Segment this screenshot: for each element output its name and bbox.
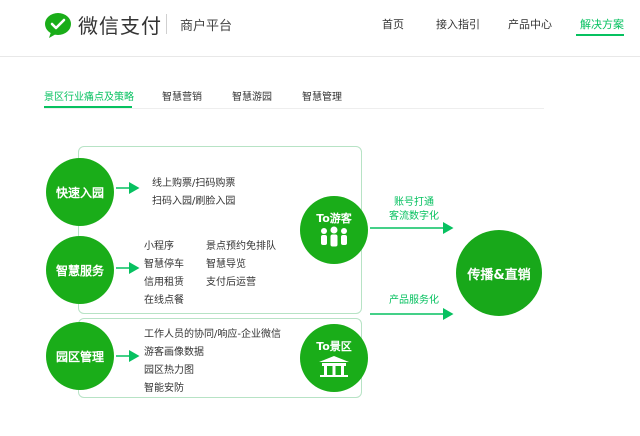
item-visitor-profile: 游客画像数据 [144,347,204,358]
header-divider [166,14,167,34]
merchant-platform-label[interactable]: 商户平台 [180,19,233,34]
tab-smart-management[interactable]: 智慧管理 [302,92,342,103]
label-productization: 产品服务化 [389,295,439,306]
tab-pain-points[interactable]: 景区行业痛点及策略 [44,92,134,103]
nav-solutions[interactable]: 解决方案 [580,18,624,31]
final-label: 传播&直销 [467,267,531,283]
circle-smart-service-label: 智慧服务 [55,263,104,278]
brand-logo[interactable]: 微信支付 [44,10,162,39]
label-traffic-digital: 客流数字化 [389,211,439,222]
item-smart-parking: 智慧停车 [144,259,184,270]
item-heatmap: 园区热力图 [144,365,194,376]
circle-park-management: 园区管理 [46,322,114,390]
tab-active-indicator [44,106,132,108]
to-scenic-label: To景区 [316,340,352,353]
item-mini-program: 小程序 [144,241,174,252]
circle-to-scenic: To景区 [300,324,368,392]
item-security: 智能安防 [144,383,184,394]
wechat-pay-logo-icon [45,12,71,38]
circle-smart-service: 智慧服务 [46,236,114,304]
to-tourist-label: To游客 [316,212,352,225]
item-reservation: 景点预约免排队 [206,241,276,252]
item-online-order: 在线点餐 [144,295,184,306]
crowd-icon [321,226,347,247]
tab-divider [44,108,544,109]
item-smart-guide: 智慧导览 [206,259,246,270]
nav-home[interactable]: 首页 [382,18,404,31]
circle-spread-direct: 传播&直销 [456,230,542,316]
top-header [0,0,640,57]
brand-name: 微信支付 [78,14,162,38]
item-staff-collab: 工作人员的协同/响应-企业微信 [144,329,281,340]
tab-smart-marketing[interactable]: 智慧营销 [162,92,202,103]
pavilion-icon [319,356,349,377]
item-scan-entry: 扫码入园/刷脸入园 [152,196,236,207]
circle-park-management-label: 园区管理 [55,349,104,364]
circle-fast-entry: 快速入园 [46,158,114,226]
label-account-link: 账号打通 [394,197,434,208]
circle-to-tourist: To游客 [300,196,368,264]
nav-active-indicator [576,34,624,36]
tab-smart-tour[interactable]: 智慧游园 [232,92,272,103]
item-credit-rental: 信用租赁 [144,277,184,288]
nav-integration-guide[interactable]: 接入指引 [436,18,480,31]
nav-product-center[interactable]: 产品中心 [508,18,552,31]
item-post-payment: 支付后运营 [206,277,256,288]
item-online-ticket: 线上购票/扫码购票 [152,178,236,189]
circle-fast-entry-label: 快速入园 [55,185,104,200]
